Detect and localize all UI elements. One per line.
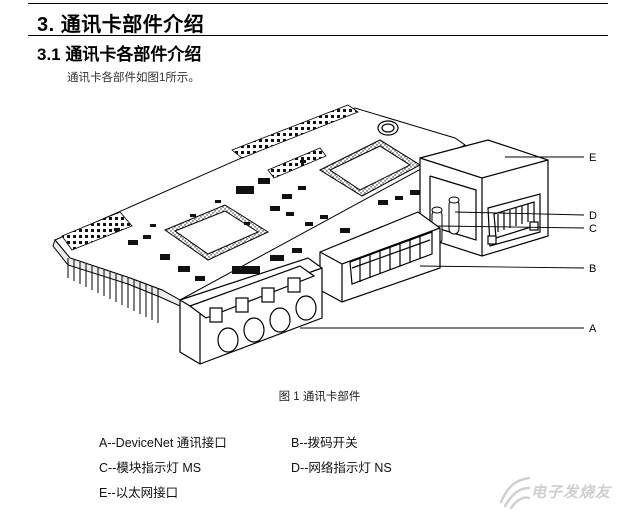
figure-caption: 图 1 通讯卡部件 [278,391,361,403]
smd-components [114,160,420,281]
callout-c: C [589,223,597,235]
chip-lower [163,204,270,261]
pin-header-left [61,211,159,323]
watermark-text: 电子发烧友 [531,484,612,501]
watermark-logo-icon [499,476,531,510]
legend-item-e: E--以太网接口 [99,486,179,500]
callout-b: B [589,263,596,275]
card-diagram: E D C B A [52,104,597,365]
callout-d: D [589,210,597,222]
section-title-rule [28,35,608,36]
legend-item-b: B--拨码开关 [291,436,358,450]
callout-a: A [589,323,597,335]
top-rule [28,3,608,4]
section-title: 3. 通讯卡部件介绍 [37,14,205,36]
callout-leaders [300,156,585,329]
callout-labels: E D C B A [589,152,597,335]
intro-text: 通讯卡各部件如图1所示。 [67,72,200,84]
devicenet-connector [179,257,323,365]
legend-item-a: A--DeviceNet 通讯接口 [99,436,227,450]
pin-header-top [231,104,359,179]
subsection-title: 3.1 通讯卡各部件介绍 [37,45,202,64]
dip-switch [319,211,441,303]
callout-e: E [589,152,596,164]
crystal [377,120,399,136]
legend-item-c: C--模块指示灯 MS [99,461,202,475]
legend-item-d: D--网络指示灯 NS [291,461,392,475]
